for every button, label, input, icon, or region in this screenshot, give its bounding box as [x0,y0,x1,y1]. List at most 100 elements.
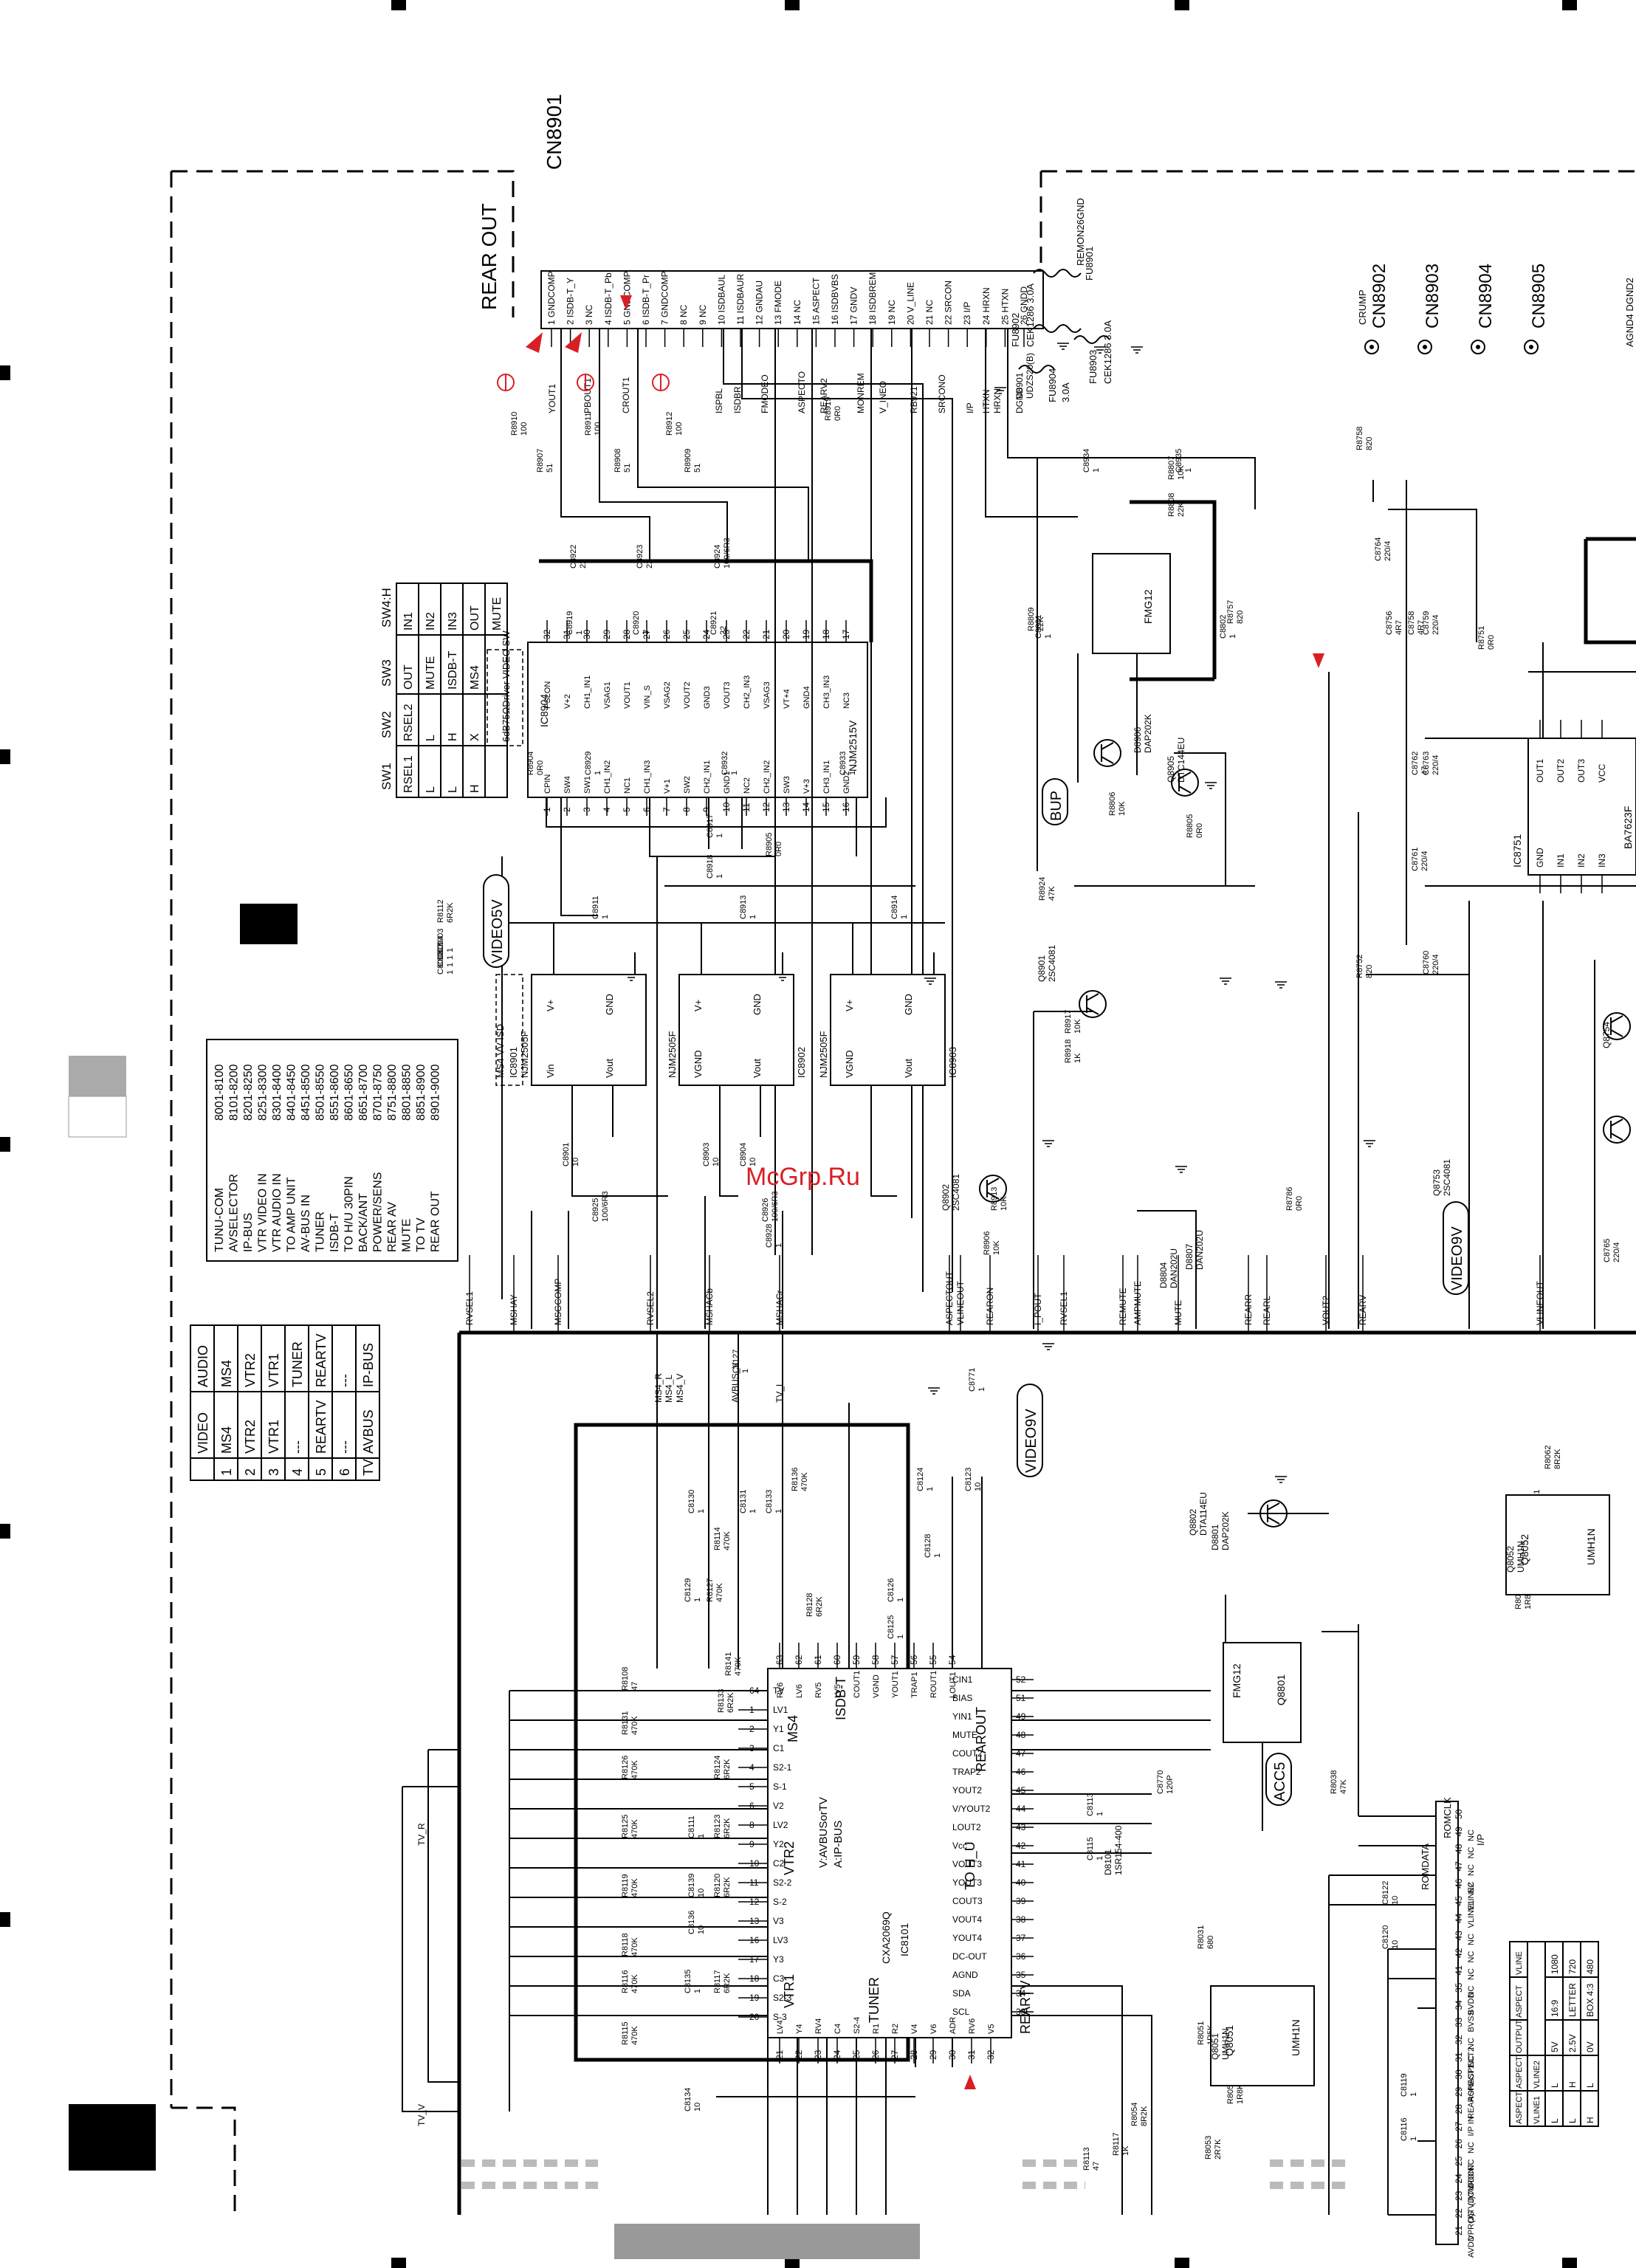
capacitor-ref: C8122 [1381,1881,1390,1905]
umh1n-boxes: UMH1N Q8052 UMH1N Q8051 [1210,1494,1610,2086]
capacitor-value: 22 [579,560,588,568]
capacitor-ref: C8929 [584,752,593,775]
resistor-ref: R8127 [706,1578,715,1602]
registration-marks [0,0,1577,2268]
ic8101-pin-name: V/YOUT2 [952,1804,991,1814]
ic8751-pin: OUT3 [1576,759,1587,783]
conn-pin-name: DDCIT [1467,2163,1476,2188]
transistor-ref: Q8051 [1210,2033,1220,2060]
reg-pin: V+ [844,1000,855,1011]
aspect-table-value: 720 [1567,1959,1578,1974]
capacitor-ref: C8901 [562,1143,571,1166]
ic8101-pin-name: Y2 [773,1839,784,1849]
ref-range-value: 8751-8800 [386,1064,399,1121]
source-table-value: REARTV [314,1400,329,1454]
resistor-value: 470K [630,1878,639,1897]
resistor-ref: R8038 [1330,1770,1338,1794]
conn-pin-no: 35 [1454,1982,1464,1993]
cn8901-net: I/P [965,402,975,413]
capacitor-ref: C8113 [1086,1793,1095,1816]
capacitor-value: 1 [697,1834,706,1838]
source-table-value: VTR2 [243,1353,258,1387]
aspect-table-value: L [1567,2118,1578,2123]
bottom-grey-strip [614,2224,920,2259]
capacitor-ref: C8923 [636,545,645,568]
conn-pin-no: 42 [1454,1948,1464,1958]
source-table-value: AVBUS [361,1409,376,1454]
ic8904-pin-label: CPIN [543,774,552,794]
capacitor-value: 1 [848,771,857,775]
capacitor-value: 10 [1391,1940,1400,1949]
ref-range-value: 8451-8500 [300,1064,312,1121]
source-table-value: TV [361,1459,376,1476]
aspect-table-cell [1527,1941,1546,2056]
ic8904-ref: IC8904 [538,694,550,727]
resistor-value: 6R2K [723,1877,732,1897]
margin-grey-block [69,1056,126,1096]
ic8101-pin-name: RV4 [814,2018,823,2034]
conn-pin-no: 30 [1454,2069,1464,2080]
resistor-value: 47K [1339,1779,1348,1794]
cn8902-label: CRUMP [1357,289,1368,325]
resistor-ref: R8786 [1285,1187,1294,1211]
conn-pin-name: NC [1467,1882,1476,1894]
capacitor-ref: C8904 [739,1143,748,1166]
resistor-ref: R8752 [1355,955,1364,978]
ic8101-pin-name: BIAS [952,1693,972,1703]
fuse-ref: FU8901 [1084,247,1095,281]
resistor-ref: R8809 [1027,608,1036,631]
conn-pin-no: 50 [1454,1809,1464,1819]
capacitor-ref: C8919 [566,611,574,635]
capacitor-ref: C8922 [569,545,578,568]
conn-pin-no: 47 [1454,1861,1464,1872]
capacitor-value: 100/6R3 [771,1191,780,1222]
ic8101-pin-name: S-1 [773,1781,787,1792]
resistor-value: 100 [675,422,684,436]
conn-pin-no: 48 [1454,1843,1464,1854]
aspect-table-header: VLINE [1515,1951,1524,1975]
ic8904-pin-label: VOUT3 [723,681,732,709]
section-boundaries [170,170,1636,2215]
resistor-value: 0R0 [834,406,842,421]
capacitor-value: 1 [693,1598,702,1602]
fuse-ref: FU8903 [1087,350,1099,384]
ic8101-pin-name: MUTE [952,1730,977,1740]
cn8901-pin: 4 ISDB-T_Pb [603,272,614,325]
reg-pin: GND [752,994,763,1015]
capacitor-ref: C8924 [713,545,722,568]
resistor-value: 0R0 [774,842,783,856]
resistor-value: 820 [1236,611,1245,624]
capacitor-ref: C8917 [706,814,715,838]
conn-pin-name: NC [1467,2055,1476,2067]
reg-pin: GND [604,994,615,1015]
conn-pin-name: NC [1467,1864,1476,1876]
conn-pin-name: NC [1467,1847,1476,1859]
ic8101-pin-name: COUT3 [952,1896,983,1906]
resistor-value: 100 [594,422,602,436]
ic8101-pin-name: C2 [773,1858,785,1869]
resistor-ref: R8906 [983,1231,991,1255]
cn8901-pin: 10 ISDBAUL [716,275,726,325]
fuse-value: 3.0A [1060,382,1071,402]
cn8901-pin: 24 HRXN [981,287,991,325]
transistor-symbols [979,739,1631,1528]
ic8904-pin-label: VSAG2 [663,681,672,709]
ic8904-pin-label: NC1 [623,777,632,794]
resistor-ref: R8119 [621,1874,630,1897]
diode-ref: D8901 [1014,372,1025,399]
aspect-table-value: L [1550,2118,1560,2123]
conn-pin-name: VLINE1 [1467,1900,1476,1928]
conn-pin-no: 33 [1454,2017,1464,2027]
ref-range-value: 8301-8400 [271,1064,283,1121]
ref-range-value: 8501-8550 [315,1064,327,1121]
source-table-value: REARTV [314,1333,329,1387]
capacitor-value: 220/4 [1612,1242,1621,1262]
ic8101-pin-name: V6 [929,2024,938,2034]
resistor-value: 10K [1118,801,1127,816]
capacitor-ref: C8771 [968,1368,977,1392]
ic8904-pin-label: CH3_IN3 [822,676,831,709]
capacitor-ref: C8120 [1381,1925,1390,1949]
ic8101-section: REARTV [1018,1980,1033,2034]
switch-table-header: SW1 [379,763,393,790]
ic8101-pin-name: VOUT3 [952,1859,982,1869]
